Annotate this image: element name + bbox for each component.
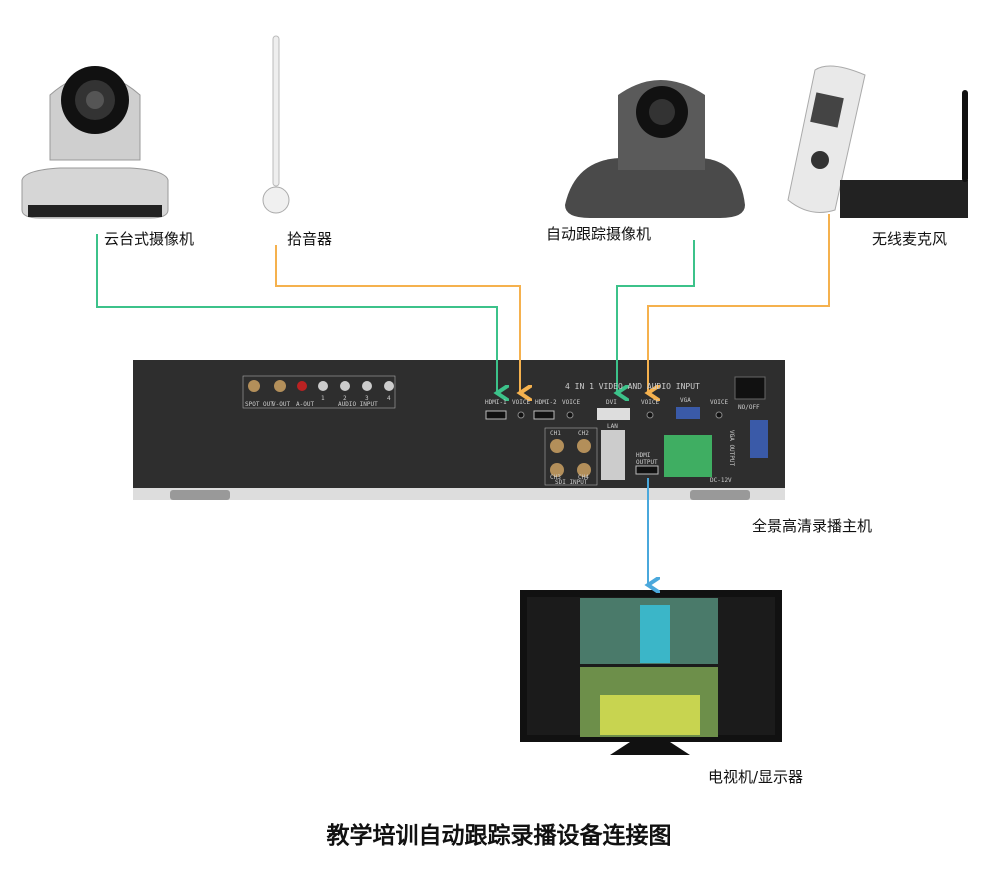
v-out-label: V-OUT <box>272 401 291 408</box>
voice4-label: VOICE <box>710 399 729 406</box>
ch2-label: CH2 <box>578 430 589 437</box>
hdmi2-label: HDMI-2 <box>535 399 557 406</box>
audio-line-pickup-mic <box>275 245 520 393</box>
power-switch-label: NO/OFF <box>738 404 760 411</box>
recorder-unit-icon <box>133 360 785 500</box>
a-out-label: A-OUT <box>296 401 315 408</box>
audio-num-3: 3 <box>365 395 369 402</box>
recorder-label: 全景高清录播主机 <box>752 517 873 535</box>
diagram-title: 教学培训自动跟踪录播设备连接图 <box>326 823 672 849</box>
ch4-label: CH4 <box>578 474 589 481</box>
wireless-mic-icon <box>787 65 968 218</box>
wireless-mic-label: 无线麦克风 <box>872 230 948 248</box>
audio-num-1: 1 <box>321 395 325 402</box>
pickup-mic-icon <box>262 35 290 214</box>
tracking-camera-label: 自动跟踪摄像机 <box>546 225 652 243</box>
vga-output-label: VGA OUTPUT <box>728 430 735 467</box>
dvi-label: DVI <box>606 399 617 406</box>
hdmi1-label: HDMI-1 <box>485 399 507 406</box>
tracking-camera-icon <box>565 80 745 218</box>
dc-label: DC-12V <box>710 477 732 484</box>
panel-header: 4 IN 1 VIDEO AND AUDIO INPUT <box>565 382 700 391</box>
voice1-label: VOICE <box>512 399 531 406</box>
lan-label: LAN <box>607 423 618 430</box>
audio-input-label: AUDIO INPUT <box>338 401 378 408</box>
audio-num-4: 4 <box>387 395 391 402</box>
hdmi-line-ptz-camera <box>96 234 497 393</box>
spot-out-label: SPOT OUT <box>245 401 274 408</box>
ptz-camera-label: 云台式摄像机 <box>104 230 195 248</box>
audio-line-wireless-mic <box>648 214 830 393</box>
hdmi-output-label: HDMI OUTPUT <box>636 452 658 466</box>
voice2-label: VOICE <box>562 399 581 406</box>
tv-label: 电视机/显示器 <box>708 768 804 786</box>
voice3-label: VOICE <box>641 399 660 406</box>
pickup-mic-label: 拾音器 <box>287 230 333 248</box>
tv-icon <box>520 590 782 755</box>
ch1-label: CH1 <box>550 430 561 437</box>
ch3-label: CH3 <box>550 474 561 481</box>
vga-label: VGA <box>680 397 691 404</box>
sdi-input-label: SDI INPUT <box>555 479 588 486</box>
ptz-camera-icon <box>21 66 169 219</box>
dvi-line-tracking-camera <box>617 240 695 393</box>
audio-num-2: 2 <box>343 395 347 402</box>
